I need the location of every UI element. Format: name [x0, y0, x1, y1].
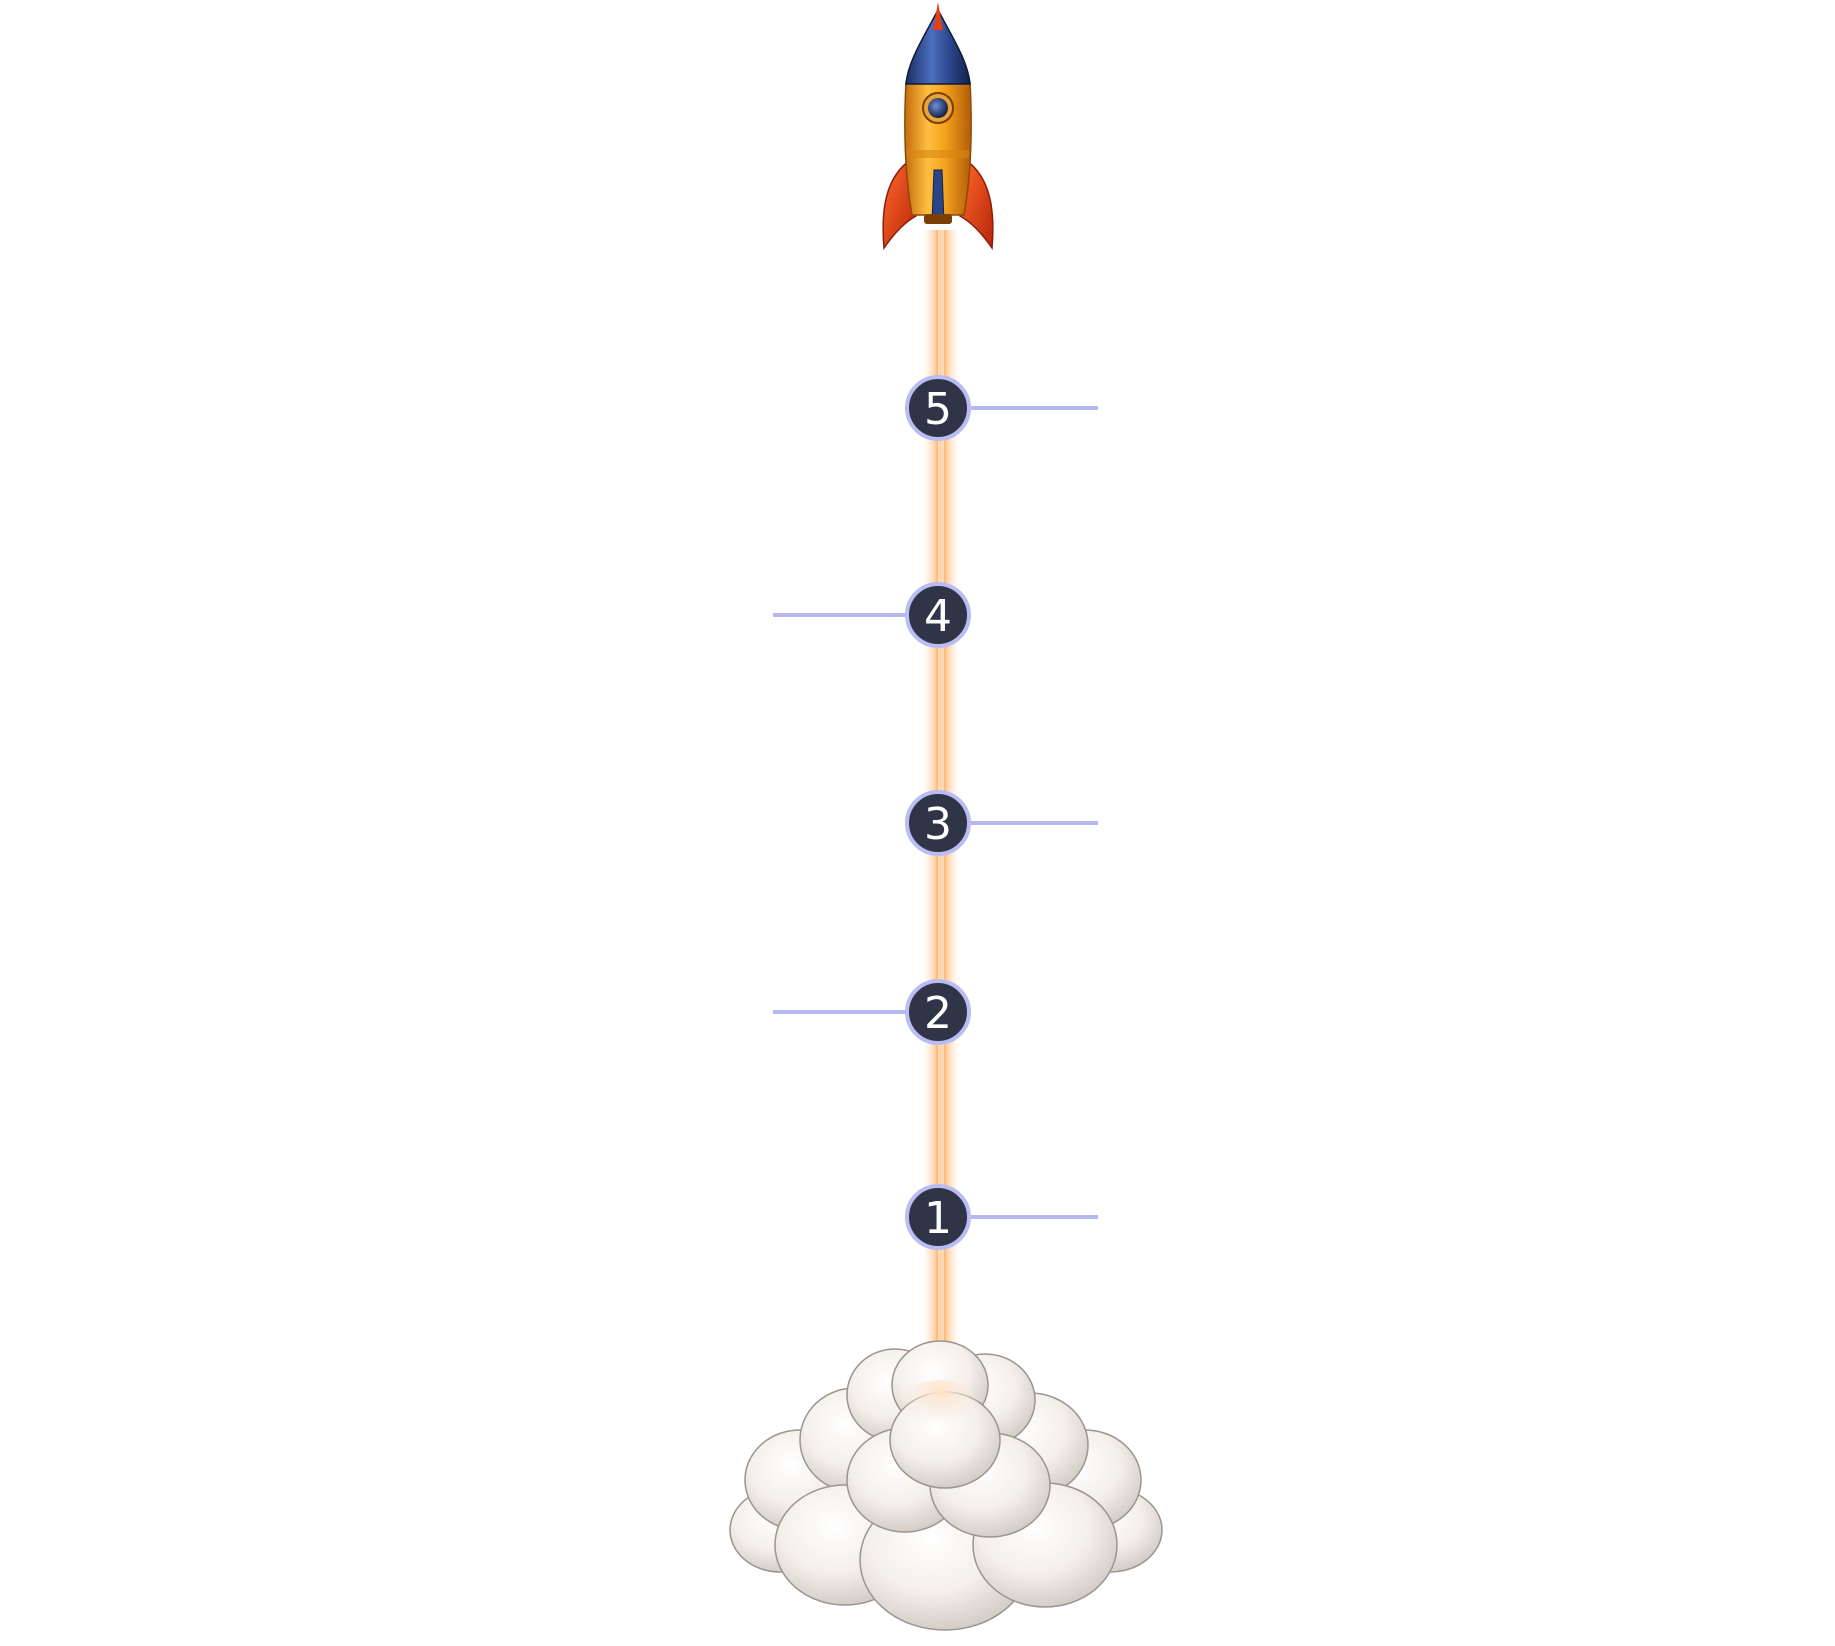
step-node-4: 4: [905, 582, 971, 648]
step-node-3: 3: [905, 790, 971, 856]
step-node-1: 1: [905, 1184, 971, 1250]
step-number: 4: [924, 591, 952, 642]
smoke-cloud-icon: [729, 1340, 1163, 1631]
rocket-icon: [882, 2, 994, 251]
step-node-2: 2: [905, 979, 971, 1045]
step-number: 1: [924, 1193, 952, 1244]
connectors: [773, 406, 1098, 1219]
step-number: 5: [924, 384, 952, 435]
step-number: 2: [924, 988, 952, 1039]
step-node-5: 5: [905, 375, 971, 441]
step-number: 3: [924, 799, 952, 850]
